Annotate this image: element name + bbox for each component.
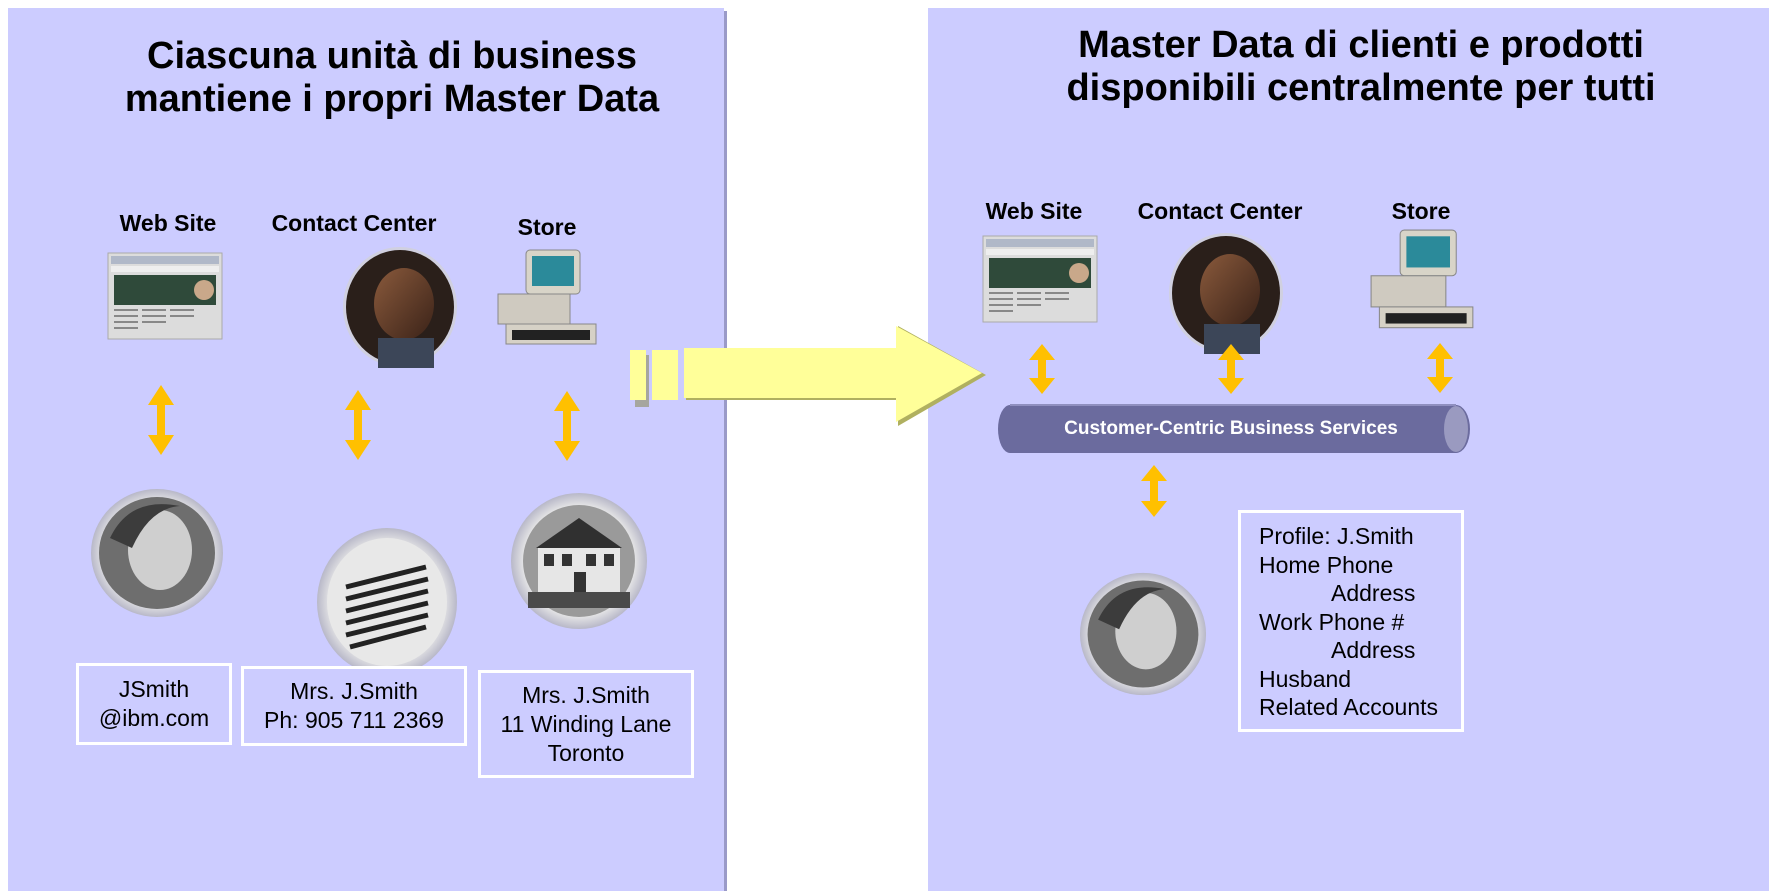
customer-photo-icon <box>91 489 223 617</box>
right-label-contact-center: Contact Center <box>1137 198 1303 224</box>
right-contact-double-arrow <box>1218 344 1244 394</box>
right-title: Master Data di clienti e prodotti dispon… <box>1066 24 1656 109</box>
customer-photo-icon <box>1079 572 1207 696</box>
contact-record-box: Mrs. J.Smith Ph: 905 711 2369 <box>241 666 467 746</box>
right-web-double-arrow <box>1029 344 1055 394</box>
website-screenshot-icon <box>982 235 1098 323</box>
profile-line: Home Phone <box>1259 551 1394 578</box>
left-label-web-site: Web Site <box>119 210 217 236</box>
left-label-store: Store <box>517 214 577 240</box>
office-building-icon <box>317 528 457 676</box>
profile-line: Husband <box>1259 665 1352 692</box>
left-title: Ciascuna unità di business mantiene i pr… <box>124 35 660 120</box>
profile-line: Profile: J.Smith <box>1259 523 1414 549</box>
bus-label: Customer-Centric Business Services <box>1064 418 1398 439</box>
right-label-store: Store <box>1391 198 1451 224</box>
profile-line: Work Phone # <box>1259 608 1405 635</box>
left-contact-double-arrow <box>345 390 371 460</box>
transition-arrow <box>630 326 986 426</box>
profile-line: Address <box>1331 637 1416 663</box>
right-label-web-site: Web Site <box>985 198 1083 224</box>
website-screenshot-icon <box>107 252 223 340</box>
agent-photo-icon <box>1169 233 1283 354</box>
web-record-box: JSmith @ibm.com <box>76 663 232 745</box>
house-icon <box>511 493 647 629</box>
bus-to-customer-double-arrow <box>1141 465 1167 517</box>
pos-terminal-icon <box>497 249 597 345</box>
profile-line: Related Accounts <box>1259 694 1439 720</box>
left-web-double-arrow <box>148 385 174 455</box>
store-record-box: Mrs. J.Smith 11 Winding Lane Toronto <box>478 670 694 778</box>
left-label-contact-center: Contact Center <box>271 210 437 236</box>
customer-centric-bus <box>998 404 1470 453</box>
profile-line: Address <box>1331 580 1416 606</box>
agent-photo-icon <box>343 247 457 368</box>
right-store-double-arrow <box>1427 343 1453 393</box>
pos-terminal-icon <box>1370 229 1474 329</box>
left-store-double-arrow <box>554 391 580 461</box>
profile-box: Profile: J.Smith Home Phone Address Work… <box>1238 510 1464 732</box>
